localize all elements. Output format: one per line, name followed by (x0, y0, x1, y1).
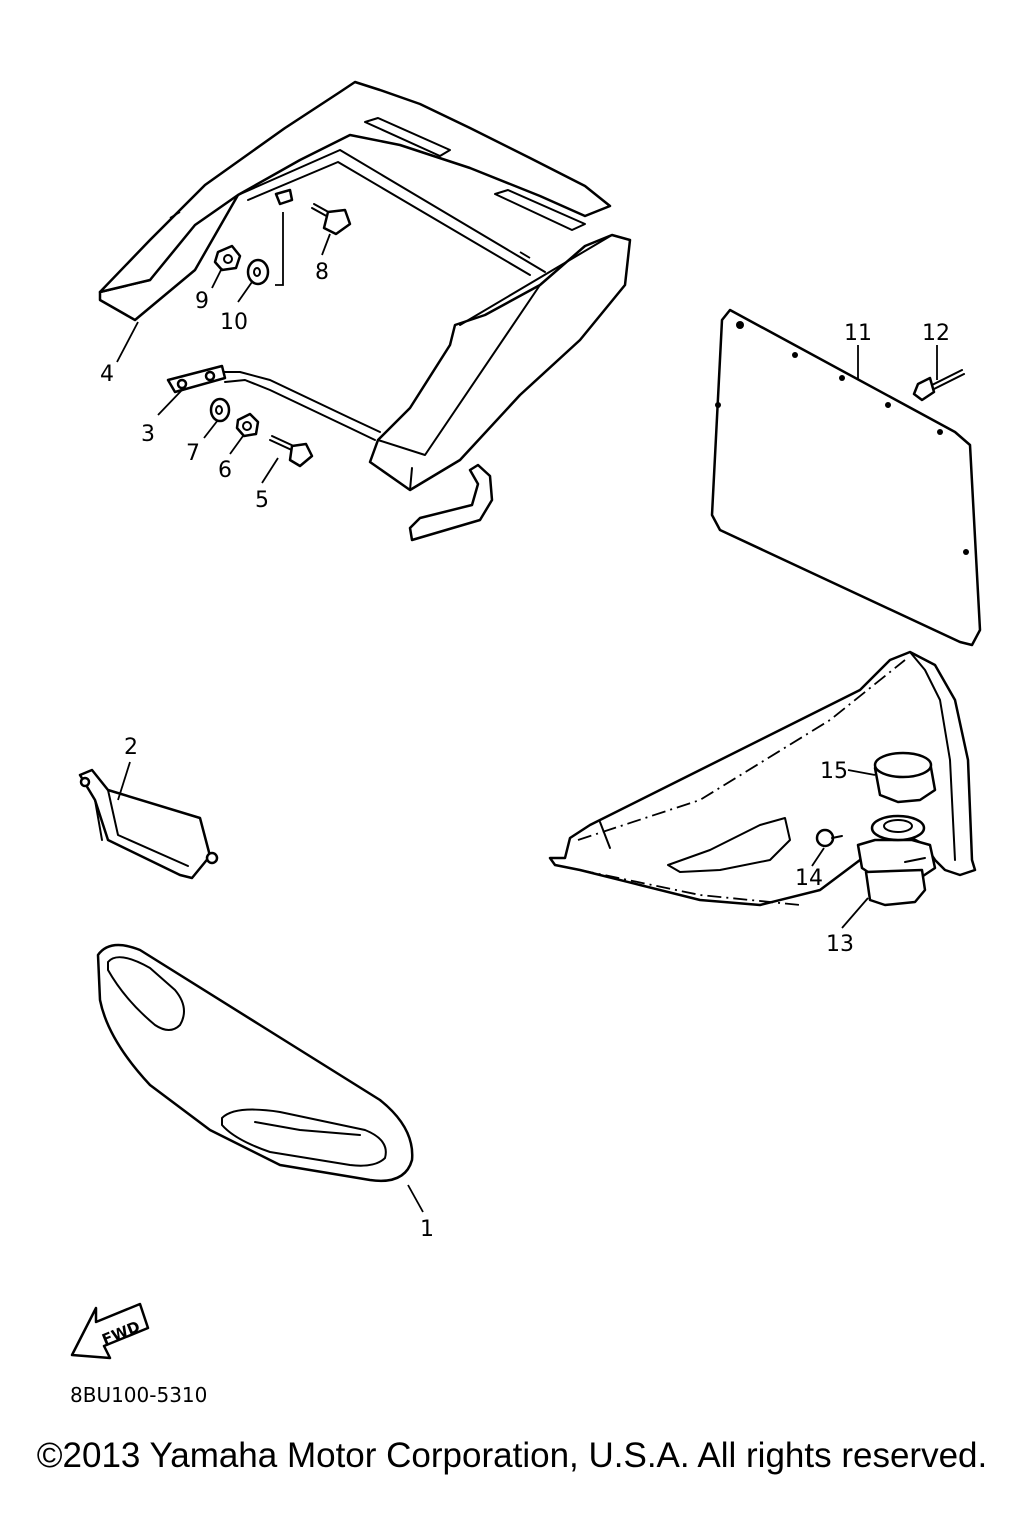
part-9-nut (213, 244, 242, 272)
part-13-grommet (856, 814, 937, 907)
callout-11: 11 (844, 321, 872, 346)
part-8-bolt (311, 203, 352, 236)
copyright-notice: ©2013 Yamaha Motor Corporation, U.S.A. A… (36, 1436, 988, 1475)
part-4-rear-frame (98, 80, 632, 542)
part-2-reflector (78, 768, 219, 880)
callout-12: 12 (922, 321, 950, 346)
callout-5: 5 (255, 488, 269, 513)
callout-1: 1 (420, 1217, 434, 1242)
callout-8: 8 (315, 260, 329, 285)
callout-13: 13 (826, 932, 854, 957)
callout-10: 10 (220, 310, 248, 335)
part-6-nut (235, 412, 260, 438)
part-5-bolt (269, 435, 314, 468)
callout-4: 4 (100, 362, 114, 387)
part-14-clip (815, 828, 843, 848)
callout-15: 15 (820, 759, 848, 784)
part-3-bracket (166, 364, 227, 394)
part-10-washer (246, 258, 270, 286)
diagram-code: 8BU100-5310 (70, 1383, 207, 1407)
callout-2: 2 (124, 735, 138, 760)
part-15-cap (873, 751, 937, 804)
callout-6: 6 (218, 458, 232, 483)
callout-9: 9 (195, 289, 209, 314)
part-12-rivet (912, 369, 965, 402)
fwd-arrow-icon: FWD (70, 1302, 150, 1360)
part-11-panel (710, 308, 982, 647)
callout-7: 7 (186, 441, 200, 466)
part-7-washer (209, 397, 231, 423)
callout-3: 3 (141, 422, 155, 447)
callout-14: 14 (795, 866, 823, 891)
part-1-cover (96, 943, 414, 1183)
